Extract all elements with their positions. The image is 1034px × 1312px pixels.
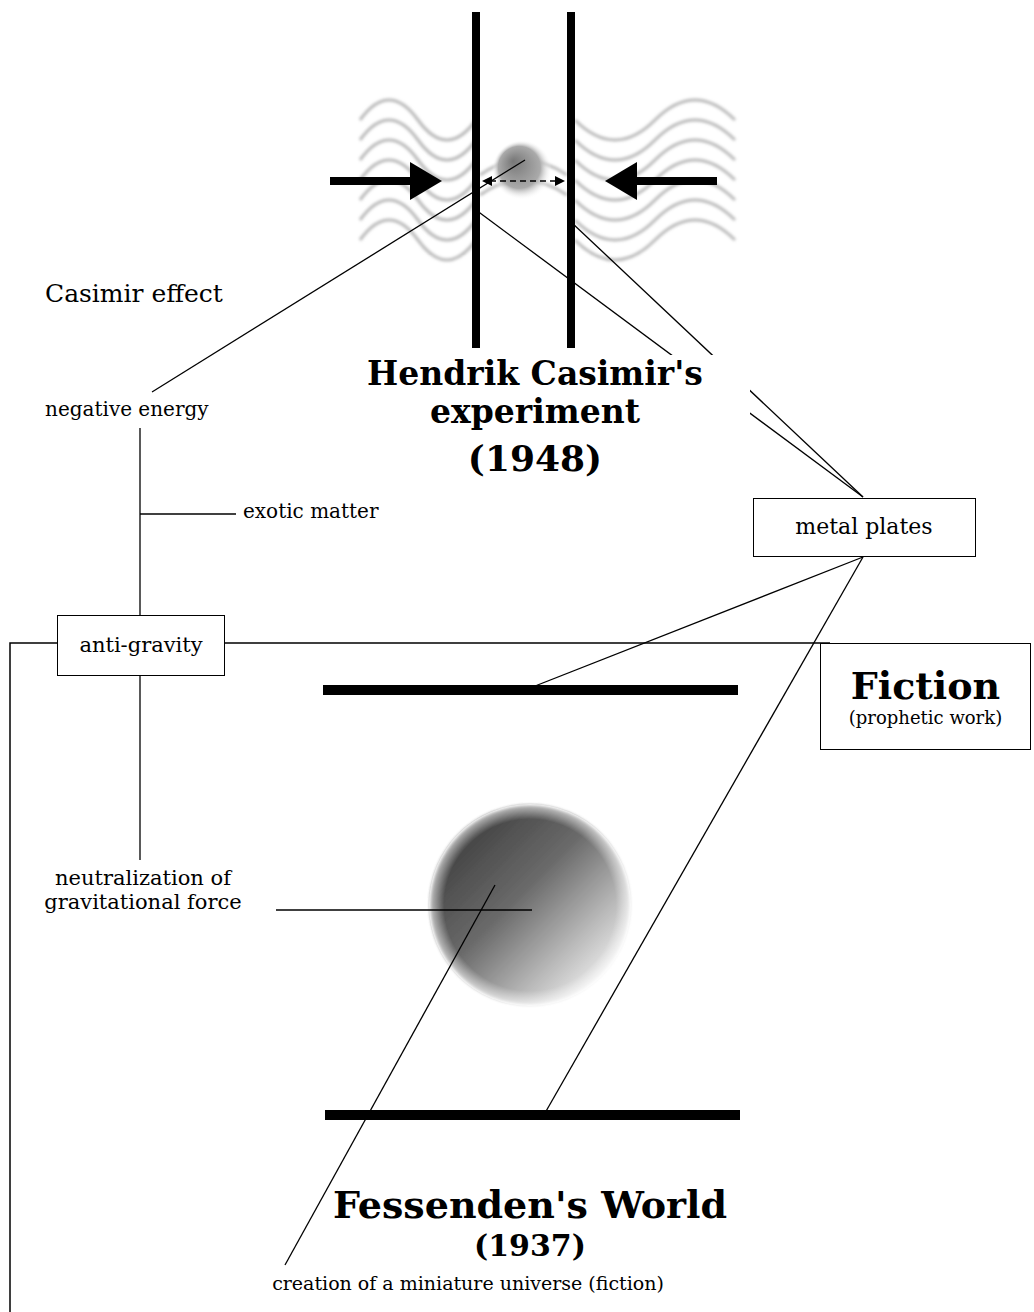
metal-plate [323,685,738,695]
label-box: anti-gravity [57,615,225,676]
vacuum-waves [360,100,735,260]
metal-plate [472,12,480,348]
leader-lines [140,160,863,1265]
sphere-edge [429,804,631,1006]
force-arrow [633,177,717,185]
metal-plate [567,12,575,348]
text-label: creation of a miniature universe (fictio… [272,1273,664,1295]
arrow-head [555,176,565,186]
metal-plate [325,1110,740,1120]
gap-dimension [490,180,557,182]
text-label: Casimir effect [45,280,223,309]
fiction-frame [10,643,830,1312]
text-label: exotic matter [243,500,379,523]
text-label: neutralization of gravitational force [18,866,268,914]
text-label: (1937) [474,1229,586,1264]
arrow-head [605,162,637,200]
label-box: metal plates [753,498,976,557]
text-label: (1948) [468,438,602,479]
force-arrow [330,177,414,185]
box-note: (prophetic work) [849,708,1002,729]
text-label: negative energy [45,398,209,421]
small-sphere [492,140,552,200]
text-label: Fessenden's World [333,1183,727,1227]
box-heading: metal plates [795,514,932,539]
arrow-head [410,162,442,200]
label-box: Fiction(prophetic work) [820,643,1031,750]
text-label: Hendrik Casimir's experiment [320,355,750,431]
box-heading: Fiction [851,664,1001,708]
miniature-universe [430,805,630,1005]
box-heading: anti-gravity [79,633,202,657]
